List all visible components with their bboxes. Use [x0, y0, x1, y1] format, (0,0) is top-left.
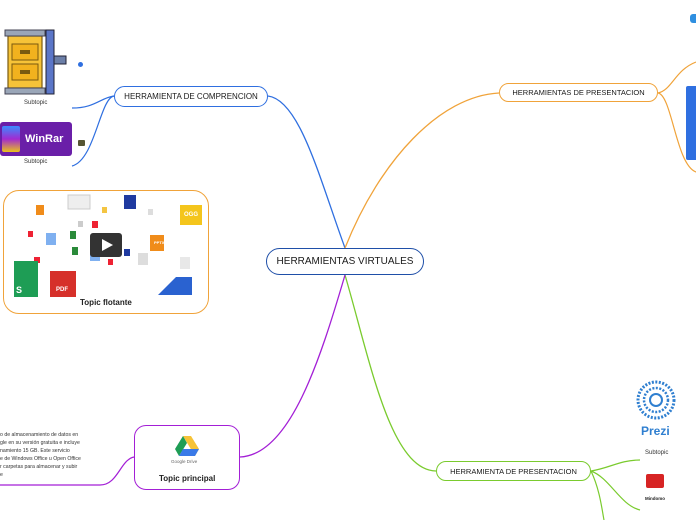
subtopic-winzip-label: Subtopic: [24, 100, 48, 106]
description-line: r carpetas para almacenar y subir: [0, 464, 78, 470]
main-topic-description: o de almacenamiento de datos en gle en s…: [0, 431, 134, 479]
winzip-logo-icon: [0, 26, 70, 98]
winrar-logo-icon: WinRar: [0, 122, 72, 156]
description-line: o de almacenamiento de datos en: [0, 432, 79, 438]
floating-topic-label: Topic flotante: [80, 298, 132, 307]
description-line: gle en su versión gratuita e incluye: [0, 440, 80, 446]
floating-topic[interactable]: OGG PPTX PDF S Topic flotante: [3, 190, 209, 314]
central-topic[interactable]: HERRAMIENTAS VIRTUALES: [266, 248, 424, 275]
subtopic-winrar-label: Subtopic: [24, 159, 48, 165]
prezi-logo-icon: [636, 380, 676, 420]
branch-presentacion-top[interactable]: HERRAMIENTAS DE PRESENTACION: [499, 83, 658, 102]
main-topic-label: Topic principal: [159, 474, 216, 483]
mindomo-logo-icon: [646, 474, 664, 488]
partial-logo-icon: [690, 14, 696, 23]
branch-presentacion-top-label: HERRAMIENTAS DE PRESENTACION: [512, 88, 645, 97]
branch-compresion[interactable]: HERRAMIENTA DE COMPRENCION: [114, 86, 268, 107]
file-icons-collage: [14, 194, 192, 297]
attachment-icon: [78, 140, 85, 146]
google-drive-caption: Google Drive: [171, 459, 198, 464]
central-topic-label: HERRAMIENTAS VIRTUALES: [276, 256, 414, 267]
note-dot-icon: [78, 62, 83, 67]
mindomo-logo-text: Mindomo: [645, 496, 665, 501]
subtopic-prezi-label: Subtopic: [645, 450, 669, 456]
sheet-file-label: S: [16, 285, 23, 295]
presentation-app-image: [686, 86, 696, 160]
description-line: e: [0, 472, 3, 478]
description-line: namiento 15 GB. Este servicio: [0, 448, 70, 454]
branch-presentacion-bottom-label: HERRAMIENTA DE PRESENTACION: [450, 466, 577, 476]
branch-compresion-label: HERRAMIENTA DE COMPRENCION: [124, 92, 258, 101]
pdf-file-label: PDF: [56, 287, 68, 293]
description-line: e de Windows Office u Open Office: [0, 456, 81, 462]
google-drive-icon: [175, 436, 199, 456]
branch-presentacion-bottom[interactable]: HERRAMIENTA DE PRESENTACION: [436, 461, 591, 481]
main-topic[interactable]: Google Drive Topic principal: [134, 425, 240, 490]
pptx-file-label: PPTX: [154, 240, 165, 245]
ogg-file-icon: OGG: [180, 205, 202, 225]
prezi-logo-text: Prezi: [641, 424, 670, 438]
winrar-logo-text: WinRar: [25, 133, 64, 145]
